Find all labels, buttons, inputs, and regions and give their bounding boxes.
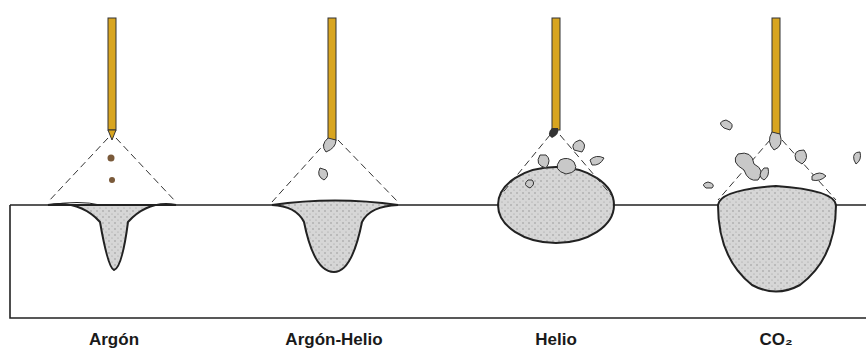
argon-arc	[48, 18, 176, 270]
gas-label: CO₂	[759, 330, 792, 350]
helium-arc	[498, 18, 614, 243]
gas-label: Argón	[89, 330, 139, 350]
gas-label: Argón-Helio	[285, 330, 382, 350]
co2-arc	[703, 18, 860, 292]
argon-helium-arc	[272, 18, 398, 272]
gas-label: Helio	[535, 330, 577, 350]
